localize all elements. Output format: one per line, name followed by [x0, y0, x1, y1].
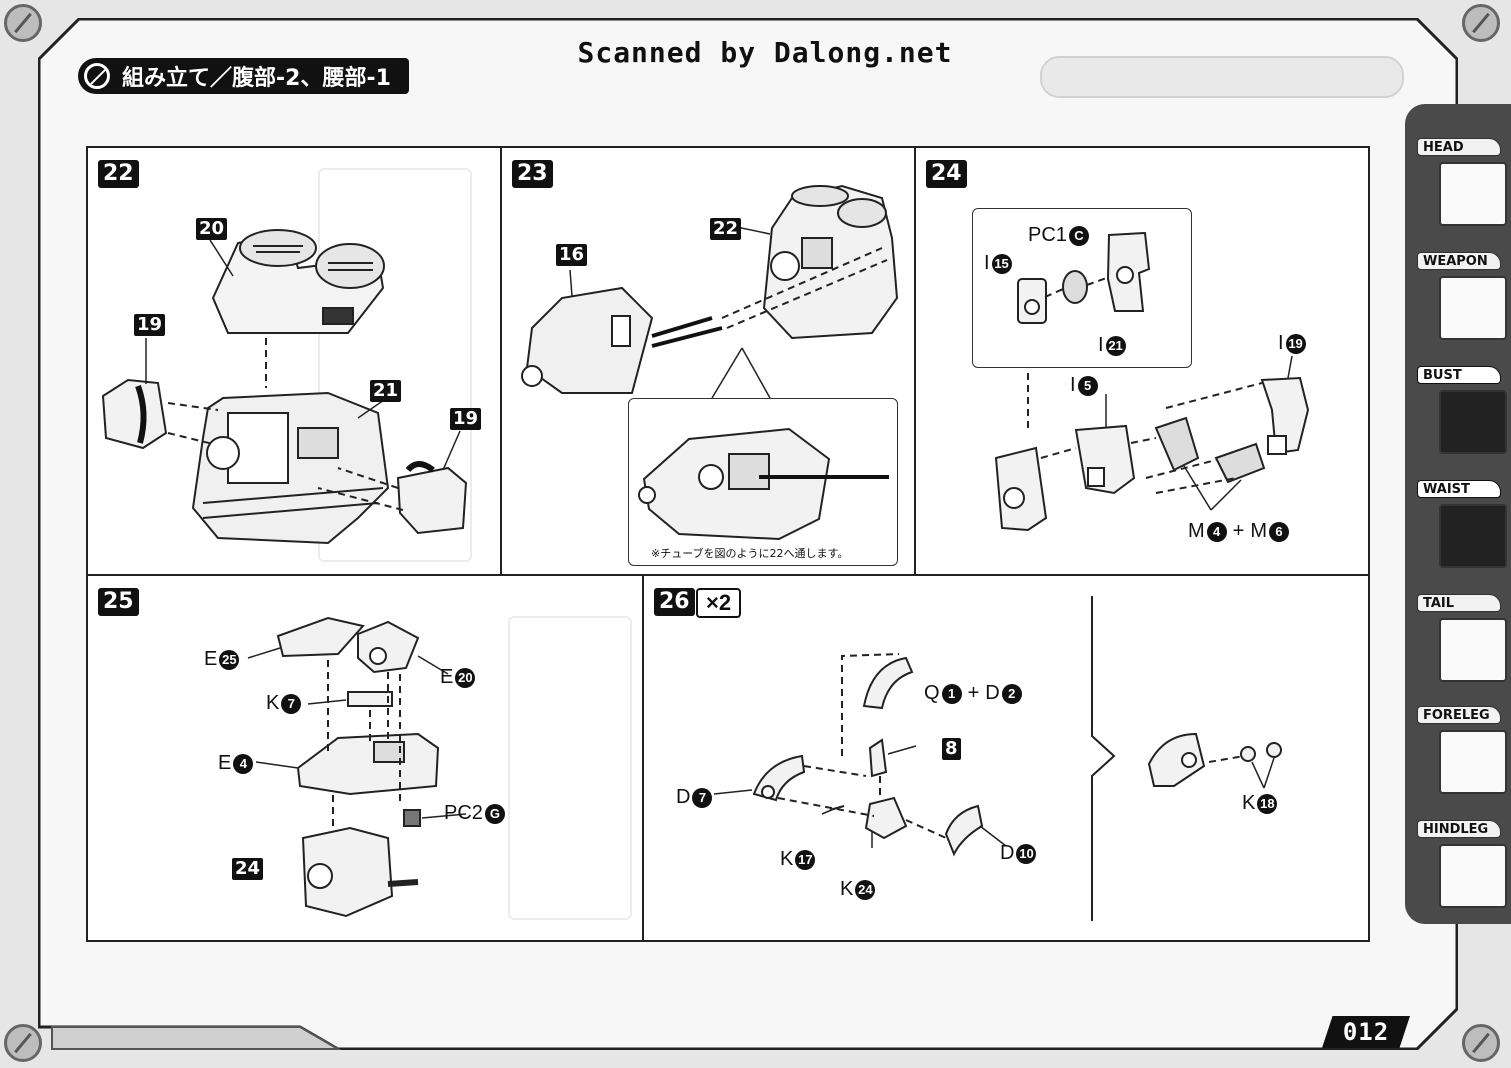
tab-label: HINDLEG [1417, 820, 1501, 838]
bust-icon [1439, 390, 1507, 454]
tab-bust[interactable]: BUST [1413, 366, 1507, 470]
part-ref: 22 [710, 218, 742, 240]
step-23-diagram [521, 184, 899, 399]
quantity-multiplier: ×2 [696, 588, 742, 618]
part-ref: 8 [942, 738, 961, 760]
tab-waist[interactable]: WAIST [1413, 480, 1507, 584]
step-22-panel: 22 [86, 146, 502, 576]
part-ref: 21 [370, 380, 402, 402]
part-ref: 19 [450, 408, 482, 430]
tube-routing-inset: ※チューブを図のように22へ通します。 [628, 398, 898, 566]
step-23-panel: 23 [500, 146, 916, 576]
tab-label: HEAD [1417, 138, 1501, 156]
page-title: 組み立て／腹部-2、腰部-1 [78, 58, 409, 94]
step-number: 22 [98, 160, 139, 188]
inset-subassembly [972, 208, 1192, 368]
title-text: 組み立て／腹部-2、腰部-1 [122, 66, 391, 91]
step-26-diagram [713, 596, 1282, 921]
part-ref: 19 [134, 314, 166, 336]
corner-bolt-icon [1462, 4, 1500, 42]
waist-icon [1439, 504, 1507, 568]
no-entry-icon [84, 63, 110, 89]
hindleg-icon [1439, 844, 1507, 908]
part-ref: 16 [556, 244, 588, 266]
step-note: ※チューブを図のように22へ通します。 [651, 547, 849, 560]
step-number: 24 [926, 160, 967, 188]
step-22-diagram [101, 229, 468, 545]
show-through [508, 616, 632, 920]
part-ref: 20 [196, 218, 228, 240]
step-number: 23 [512, 160, 553, 188]
corner-bolt-icon [4, 1024, 42, 1062]
tab-weapon[interactable]: WEAPON [1413, 252, 1507, 356]
step-24-diagram [994, 355, 1310, 532]
page-number: 012 [1322, 1016, 1410, 1048]
tab-hindleg[interactable]: HINDLEG [1413, 820, 1507, 924]
show-through-title [1040, 56, 1404, 98]
foreleg-icon [1439, 730, 1507, 794]
tab-label: WEAPON [1417, 252, 1501, 270]
step-26-panel: 26 ×2 [642, 574, 1370, 942]
weapon-icon [1439, 276, 1507, 340]
tab-label: FORELEG [1417, 706, 1501, 724]
tail-icon [1439, 618, 1507, 682]
step-number: 26 [654, 588, 695, 616]
part-ref: 24 [232, 858, 264, 880]
step-25-panel: 25 [86, 574, 644, 942]
tab-tail[interactable]: TAIL [1413, 594, 1507, 698]
step-25-diagram [247, 616, 467, 918]
tab-label: BUST [1417, 366, 1501, 384]
step-number: 25 [98, 588, 139, 616]
head-icon [1439, 162, 1507, 226]
scan-credit: Scanned by Dalong.net [577, 36, 953, 69]
tab-head[interactable]: HEAD [1413, 138, 1507, 242]
tab-foreleg[interactable]: FORELEG [1413, 706, 1507, 810]
show-through [318, 168, 472, 562]
tab-label: WAIST [1417, 480, 1501, 498]
corner-bolt-icon [4, 4, 42, 42]
tab-label: TAIL [1417, 594, 1501, 612]
corner-bolt-icon [1462, 1024, 1500, 1062]
